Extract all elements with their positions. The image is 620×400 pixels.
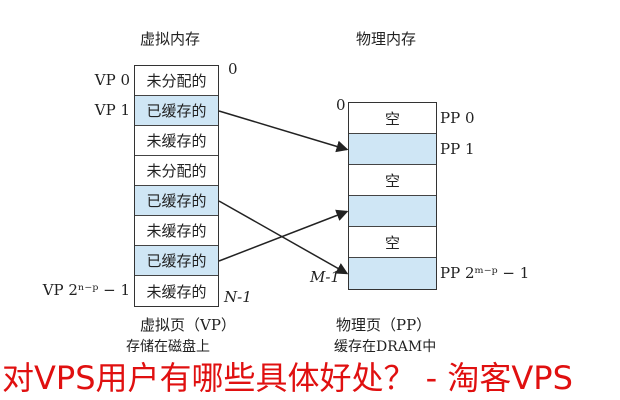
mapping-arrow [218, 209, 349, 262]
virtual-page-label: VP 1 [94, 101, 130, 119]
overlay-caption: 对VPS用户有哪些具体好处？ - 淘客VPS [2, 359, 573, 397]
virtual-page-row: 已缓存的 [135, 186, 218, 216]
physical-page-label: PP 1 [440, 139, 475, 158]
page-row-text: 已缓存的 [146, 192, 207, 210]
physical-page-row [349, 258, 436, 289]
page-row-text: 空 [384, 233, 400, 252]
virtual-page-subcaption: 存储在磁盘上 [126, 339, 210, 355]
page-row-text: 空 [384, 109, 400, 128]
virtual-page-label: VP 2ⁿ⁻ᵖ − 1 [42, 281, 130, 299]
physical-page-row [349, 134, 436, 165]
physical-page-subcaption: 缓存在DRAM中 [334, 339, 437, 355]
page-row-text: 已缓存的 [146, 102, 207, 120]
physical-page-label: PP 0 [440, 108, 475, 127]
mapping-arrow [218, 200, 349, 275]
virtual-page-table: 未分配的已缓存的未缓存的未分配的已缓存的未缓存的已缓存的未缓存的 [134, 65, 219, 307]
virtual-page-row: 未缓存的 [135, 276, 218, 306]
physical-page-row: 空 [349, 227, 436, 258]
mapping-arrow [218, 110, 349, 153]
virtual-page-row: 已缓存的 [135, 246, 218, 276]
virtual-page-row: 已缓存的 [135, 96, 218, 126]
physical-page-label: PP 2ᵐ⁻ᵖ − 1 [440, 263, 530, 282]
virtual-page-label: VP 0 [94, 71, 130, 89]
physical-page-row [349, 196, 436, 227]
page-row-text: 未缓存的 [146, 132, 207, 150]
physical-page-row: 空 [349, 165, 436, 196]
physical-page-caption: 物理页（PP） [336, 316, 432, 334]
virtual-page-row: 未缓存的 [135, 126, 218, 156]
physical-page-row: 空 [349, 103, 436, 134]
virtual-page-row: 未缓存的 [135, 216, 218, 246]
physical-top-index: 0 [336, 96, 346, 114]
virtual-top-index: 0 [228, 60, 238, 78]
page-row-text: 未缓存的 [146, 222, 207, 240]
page-row-text: 空 [384, 171, 400, 190]
virtual-memory-title: 虚拟内存 [140, 30, 201, 48]
physical-memory-title: 物理内存 [356, 30, 417, 48]
virtual-page-caption: 虚拟页（VP） [140, 316, 236, 334]
physical-bottom-index: M-1 [310, 268, 340, 286]
physical-page-table: 空空空 [348, 102, 437, 290]
page-row-text: 未缓存的 [146, 282, 207, 301]
page-row-text: 已缓存的 [146, 252, 207, 270]
page-row-text: 未分配的 [146, 72, 207, 90]
page-row-text: 未分配的 [146, 162, 207, 180]
virtual-bottom-index: N-1 [224, 288, 252, 306]
virtual-page-row: 未分配的 [135, 156, 218, 186]
virtual-page-row: 未分配的 [135, 66, 218, 96]
